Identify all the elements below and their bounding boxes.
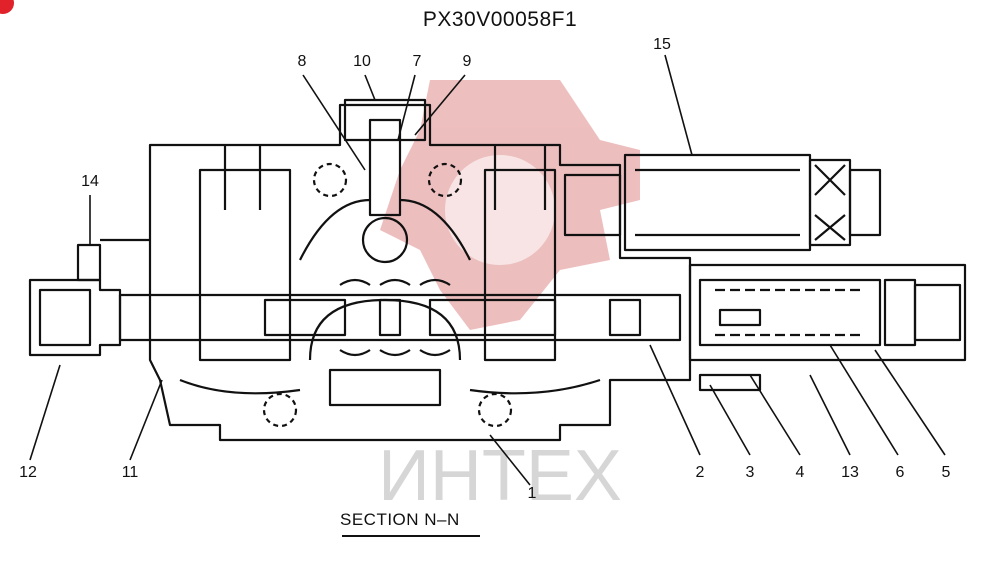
corner-badge-icon <box>0 0 14 14</box>
callout-9: 9 <box>462 53 472 70</box>
callout-11: 11 <box>121 464 139 481</box>
callout-1: 1 <box>527 485 537 502</box>
callout-13: 13 <box>841 464 859 481</box>
callout-2: 2 <box>695 464 705 481</box>
callout-4: 4 <box>795 464 805 481</box>
callout-3: 3 <box>745 464 755 481</box>
callout-10: 10 <box>353 53 371 70</box>
callout-5: 5 <box>941 464 951 481</box>
section-underline <box>342 535 480 537</box>
callout-6: 6 <box>895 464 905 481</box>
section-label: SECTION N–N <box>340 510 460 529</box>
callout-12: 12 <box>19 464 37 481</box>
valve-body <box>28 98 967 442</box>
leader-lines <box>29 54 946 486</box>
callout-8: 8 <box>297 53 307 70</box>
callout-15: 15 <box>653 36 671 53</box>
watermark-text: ИНТЕХ <box>378 436 622 516</box>
callout-7: 7 <box>412 53 422 70</box>
callout-14: 14 <box>81 173 99 190</box>
watermark-logo-icon <box>380 80 640 330</box>
drawing-code: PX30V00058F1 <box>422 8 578 31</box>
